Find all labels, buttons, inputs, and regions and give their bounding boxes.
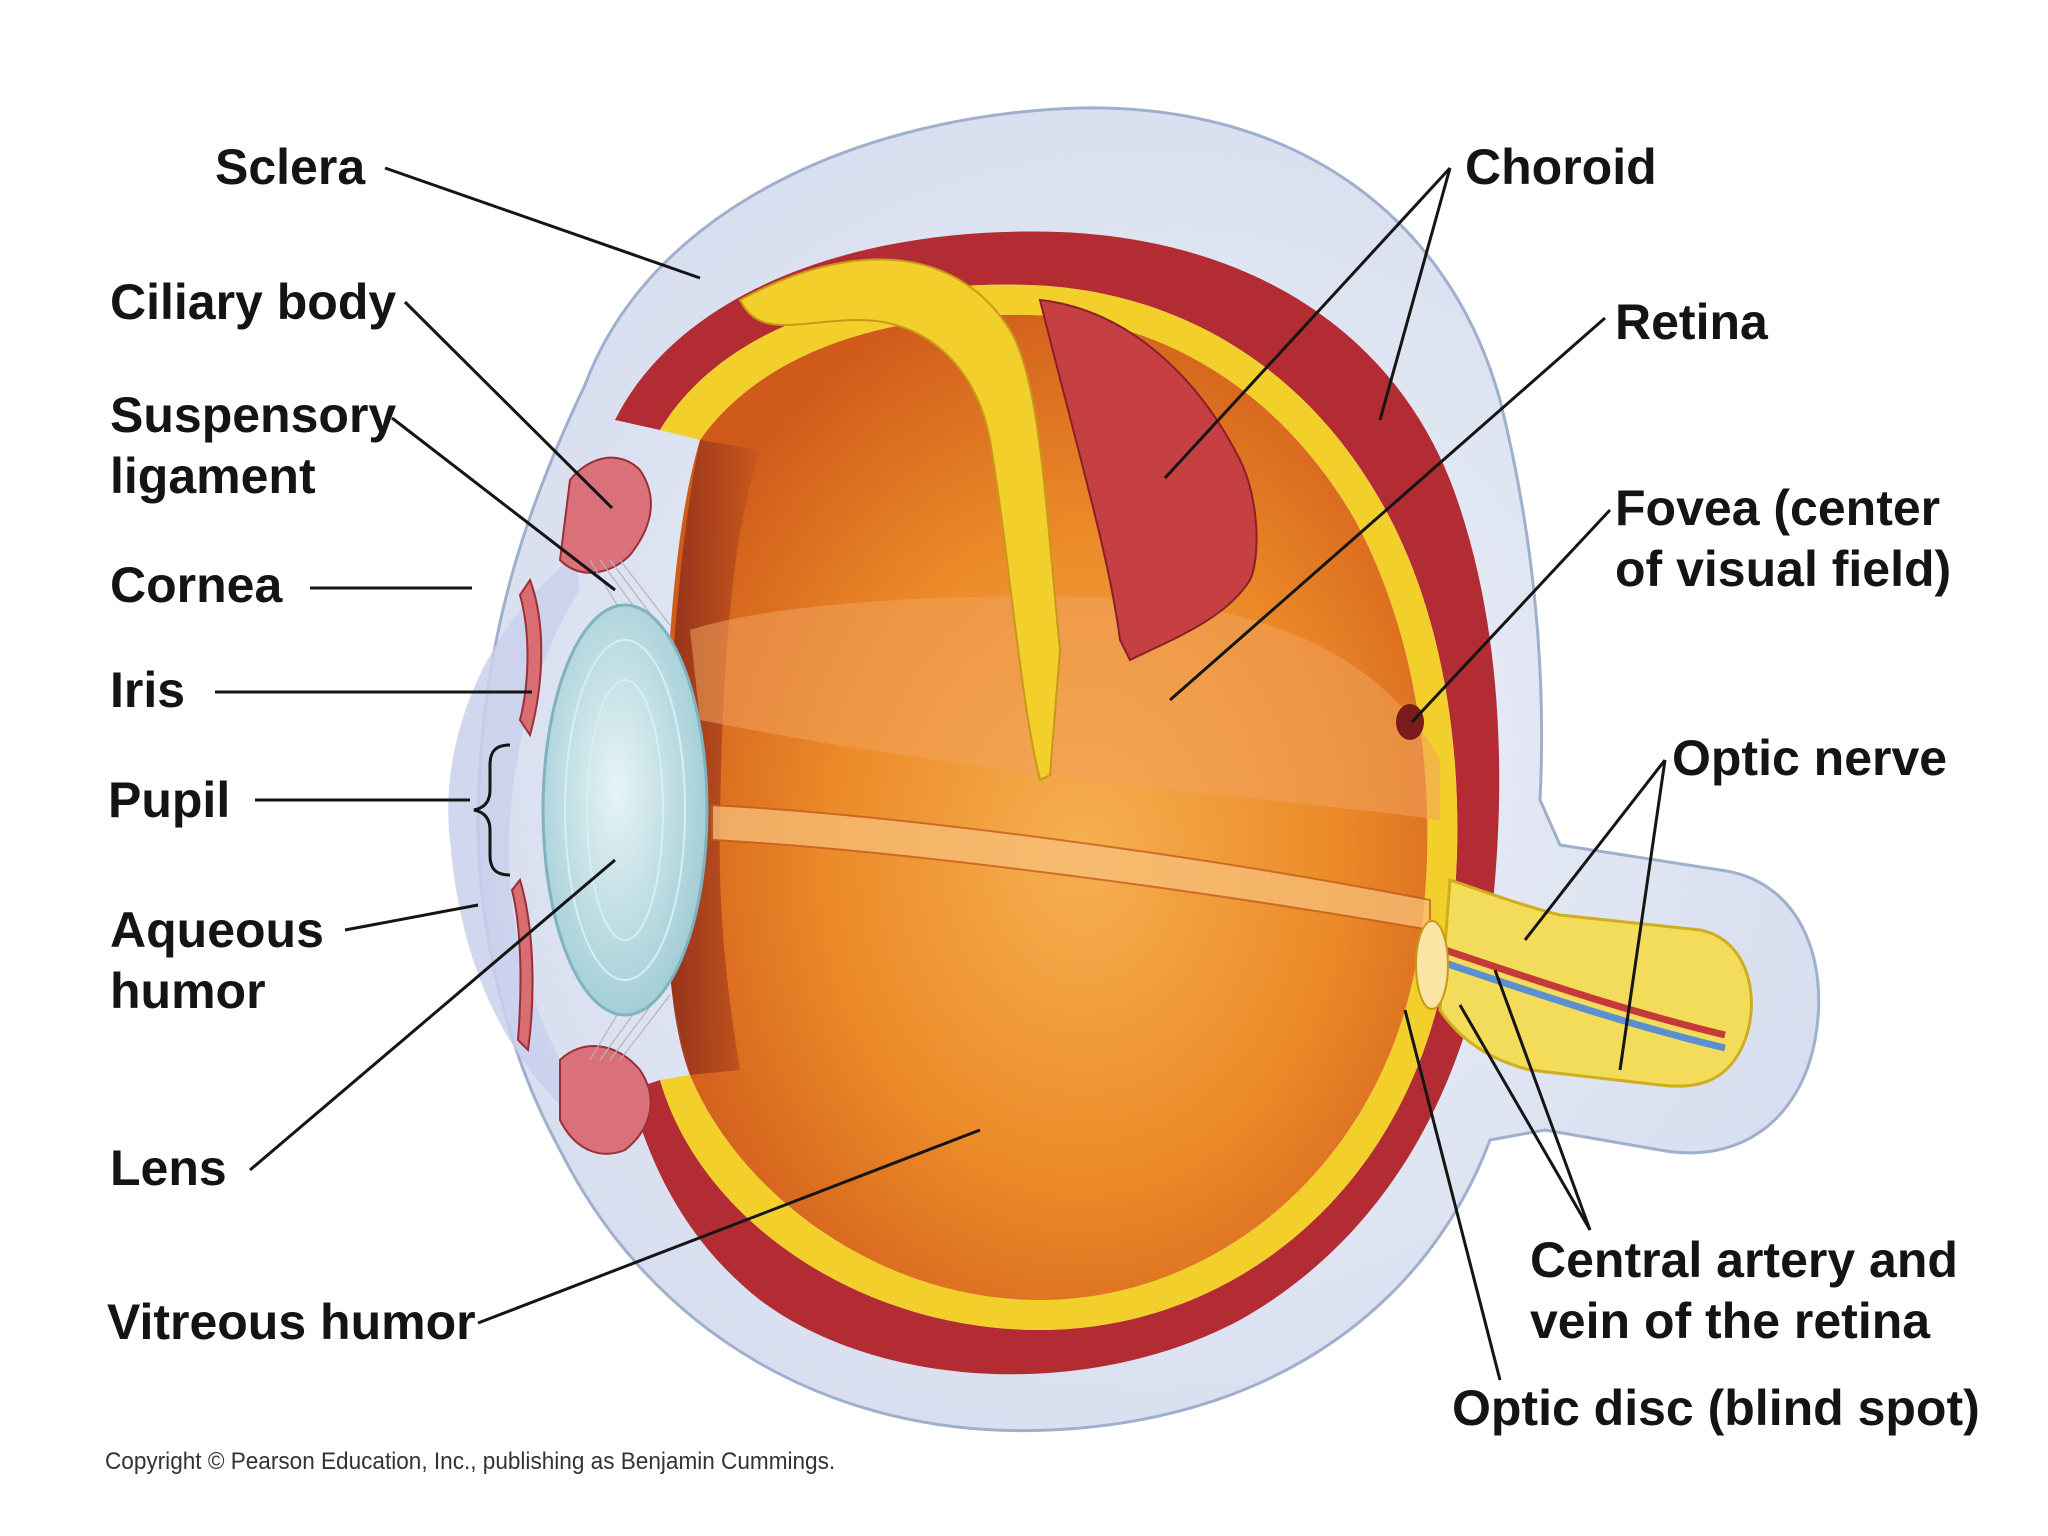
leader-choroid-b	[1378, 167, 1452, 421]
leader-lens	[249, 858, 616, 1172]
lens-layer-2	[586, 679, 664, 941]
leader-fovea	[1410, 508, 1612, 724]
leader-aqueous	[344, 903, 479, 932]
pupil-brace	[473, 743, 511, 877]
label-fovea: Fovea (center of visual field)	[1615, 478, 1951, 600]
label-central-artery-vein: Central artery and vein of the retina	[1530, 1230, 1958, 1352]
cut-plane-upper	[690, 596, 1440, 820]
label-vitreous-humor: Vitreous humor	[107, 1294, 476, 1350]
leader-ciliary-body	[403, 300, 614, 510]
anterior-chamber-shape	[448, 555, 580, 1120]
leader-vitreous	[477, 1128, 981, 1325]
leader-optic-nerve-a	[1523, 759, 1667, 941]
suspensory-ligament-fibers	[589, 559, 671, 1061]
label-optic-nerve: Optic nerve	[1672, 730, 1948, 786]
leader-optic-nerve-b	[1618, 759, 1667, 1071]
label-fovea-line-1: Fovea (center	[1615, 480, 1941, 536]
leader-optic-disc	[1403, 1009, 1502, 1381]
copyright-notice: Copyright © Pearson Education, Inc., pub…	[105, 1448, 836, 1475]
central-artery	[1428, 941, 1726, 1039]
vitreous-body-shape	[661, 314, 1428, 1300]
choroid-flap	[1038, 298, 1258, 662]
label-lens: Lens	[110, 1140, 227, 1196]
leader-choroid-a	[1163, 166, 1452, 480]
label-iris: Iris	[110, 662, 186, 718]
label-suspensory-line-1: Suspensory	[110, 387, 397, 443]
lens-layer	[564, 639, 686, 981]
leader-lines	[215, 166, 1667, 1381]
choroid-shape	[615, 231, 1500, 1375]
leader-central-b	[1493, 969, 1592, 1231]
lens-shape	[541, 603, 709, 1017]
label-central-line-1: Central artery and	[1530, 1232, 1958, 1288]
ciliary-body-upper	[558, 456, 652, 574]
label-pupil: Pupil	[108, 772, 231, 828]
retina-flap	[738, 258, 1062, 782]
label-suspensory-ligament: Suspensory ligament	[110, 385, 396, 507]
leader-suspensory	[391, 416, 616, 592]
iris-upper	[518, 577, 543, 738]
fovea-spot	[1396, 704, 1424, 740]
ciliary-body-lower	[559, 1045, 652, 1155]
label-central-line-2: vein of the retina	[1530, 1293, 1931, 1349]
optic-disc-shape	[1415, 920, 1449, 1010]
leader-retina	[1169, 316, 1606, 702]
label-ciliary-body: Ciliary body	[110, 274, 397, 330]
label-aqueous-line-1: Aqueous	[110, 902, 324, 958]
label-retina: Retina	[1615, 294, 1768, 350]
label-optic-disc: Optic disc (blind spot)	[1452, 1380, 1980, 1436]
central-vein	[1428, 954, 1726, 1052]
label-choroid: Choroid	[1465, 139, 1657, 195]
label-cornea: Cornea	[110, 557, 283, 613]
retina-shape	[660, 284, 1458, 1330]
label-aqueous-humor: Aqueous humor	[110, 900, 324, 1022]
label-aqueous-line-2: humor	[110, 963, 266, 1019]
label-suspensory-line-2: ligament	[110, 448, 316, 504]
label-fovea-line-2: of visual field)	[1615, 541, 1952, 597]
leader-sclera	[384, 166, 701, 280]
leader-central-a	[1458, 1004, 1592, 1231]
label-sclera: Sclera	[215, 139, 366, 195]
